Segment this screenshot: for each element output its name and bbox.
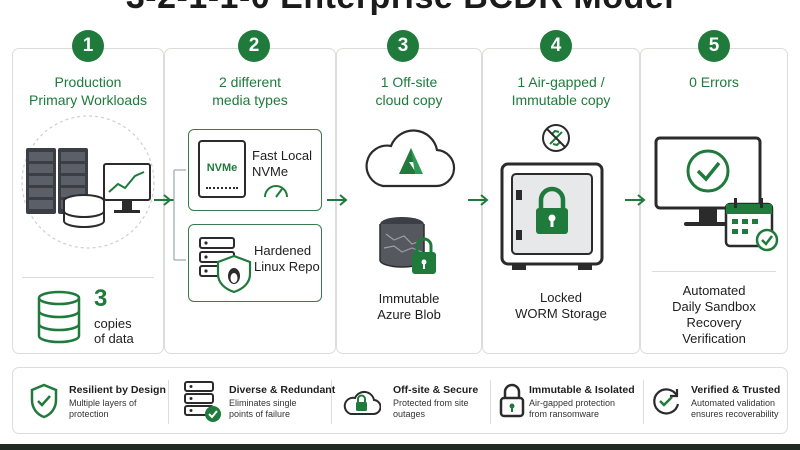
shield-check-icon [30,383,58,419]
feature-sub-line: Protected from site [393,398,469,408]
verify-label-line: Recovery [686,315,742,330]
feature-divider [643,380,644,424]
azure-blob-icon [379,217,436,274]
cloud-label: Immutable Azure Blob [338,291,480,323]
heading-line: cloud copy [375,92,443,108]
copies-label: copies of data [94,316,134,346]
nvme-chip-label: NVMe [206,162,238,174]
feature-title: Resilient by Design [69,384,166,396]
feature-sub: Automated validation ensures recoverabil… [691,398,779,420]
cloud-label-line: Immutable [378,291,440,306]
vault-label-line: Locked [540,290,582,305]
heading-line: Immutable copy [511,92,611,108]
feature-sub-line: points of failure [229,409,291,419]
step-heading-5: 0 Errors [642,73,786,91]
feature-sub-line: Air-gapped protection [529,398,616,408]
vault-label: Locked WORM Storage [484,290,638,322]
media-nvme-label: Fast Local NVMe [252,148,318,180]
feature-divider [331,380,332,424]
feature-divider [168,380,169,424]
heading-line: 1 Air-gapped / [517,74,605,90]
feature-sub-line: from ransomware [529,409,600,419]
copies-label-line: copies [94,316,132,331]
feature-sub: Air-gapped protection from ransomware [529,398,615,420]
heading-line: Production [54,74,122,90]
heading-line: 2 different [218,74,281,90]
footer-bar [0,444,800,450]
feature-sub-line: Automated validation [691,398,776,408]
divider [22,277,154,278]
no-network-icon [542,124,570,152]
media-label-line: NVMe [252,164,289,179]
step-badge-3: 3 [387,30,419,62]
feature-sub-line: Eliminates single [229,398,297,408]
cloud-lock-icon [343,390,381,415]
copies-count: 3 [94,285,108,312]
step-heading-2: 2 different media types [166,73,334,109]
chip-pins [206,187,238,192]
feature-sub-line: protection [69,409,109,419]
heading-line: media types [212,92,288,108]
gauge-icon [264,185,288,198]
verify-label-line: Daily Sandbox [672,299,756,314]
linux-server-icon [199,237,252,294]
media-label-line: Hardened [254,243,312,258]
verify-label-line: Automated [682,283,746,298]
feature-sub-line: ensures recoverability [691,409,779,419]
feature-title: Immutable & Isolated [529,384,635,396]
verify-label: Automated Daily Sandbox Recovery Verific… [642,283,786,347]
database-icon [37,290,81,344]
feature-sub-line: outages [393,409,426,419]
feature-sub: Multiple layers of protection [69,398,137,420]
padlock-icon [499,383,525,418]
arrow-to-media [154,169,186,261]
nvme-chip-icon: NVMe [198,140,246,198]
media-label-line: Fast Local [252,148,312,163]
heading-line: 0 Errors [689,74,739,90]
vault-label-line: WORM Storage [515,306,607,321]
feature-title: Off-site & Secure [393,384,479,396]
step-heading-1: Production Primary Workloads [14,73,162,109]
servers-workstation-icon [21,115,155,249]
page-title: 3-2-1-1-0 Enterprise BCDR Model [0,0,800,17]
feature-title: Verified & Trusted [691,384,781,396]
feature-sub: Eliminates single points of failure [229,398,297,420]
panel-offsite [336,48,482,354]
arrow-to-cloud [327,194,348,206]
refresh-check-icon [653,388,680,415]
step-badge-4: 4 [540,30,572,62]
feature-strip: Resilient by Design Multiple layers of p… [12,367,788,434]
cloud-label-line: Azure Blob [377,307,441,322]
arrow-to-vault [468,194,489,206]
feature-sub: Protected from site outages [393,398,469,420]
step-heading-3: 1 Off-site cloud copy [338,73,480,109]
step-badge-1: 1 [72,30,104,62]
copies-label-line: of data [94,331,134,346]
feature-divider [490,380,491,424]
heading-line: Primary Workloads [29,92,147,108]
cloud-icon [365,129,456,188]
vault-lock-icon [500,162,604,270]
media-label-line: Linux Repo [254,259,320,274]
step-badge-2: 2 [238,30,270,62]
heading-line: 1 Off-site [380,74,438,90]
verify-label-line: Verification [682,331,746,346]
server-check-icon [184,381,221,422]
feature-title: Diverse & Redundant [229,384,336,396]
media-linux-label: Hardened Linux Repo [254,243,320,275]
step-heading-4: 1 Air-gapped / Immutable copy [484,73,638,109]
step-badge-5: 5 [698,30,730,62]
feature-sub-line: Multiple layers of [69,398,137,408]
divider [652,271,776,272]
monitor-check-icon [654,136,779,252]
arrow-to-verify [625,194,646,206]
